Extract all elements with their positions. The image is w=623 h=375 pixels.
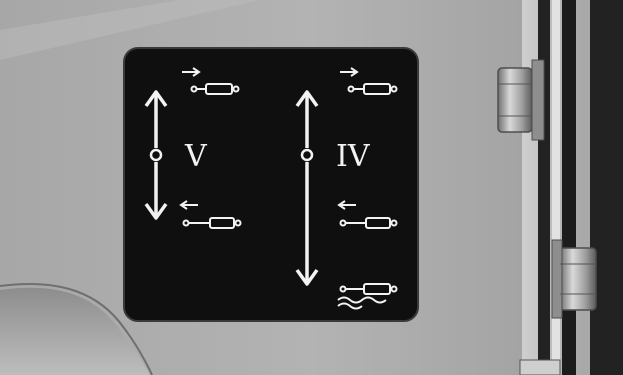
cylinder-extend-icon: [340, 67, 398, 95]
right-column: [295, 90, 319, 286]
pivot-circle: [149, 148, 163, 162]
cylinder-retract-icon: [179, 200, 242, 229]
lower-curved-panel: [0, 287, 150, 375]
upper-hex-nut: [497, 59, 545, 141]
bracket-side: [590, 0, 623, 375]
bottom-hex-nut: [519, 359, 561, 375]
instruction-decal: V IV: [123, 47, 419, 322]
long-up-arrow-head: [295, 90, 319, 108]
up-arrow-head: [144, 90, 168, 108]
right-column-label: IV: [336, 139, 371, 174]
bracket-side-highlight: [582, 0, 590, 375]
left-column-label: V: [184, 139, 208, 174]
lower-panel-edge: [0, 282, 153, 375]
cylinder-extend-icon: [182, 67, 240, 95]
long-down-arrow-head: [295, 268, 319, 286]
cylinder-retract-icon: [337, 200, 398, 229]
cylinder-float-icon: [337, 283, 398, 310]
pivot-circle: [300, 148, 314, 162]
bracket-rail-inner: [552, 0, 560, 375]
lower-hex-nut: [551, 239, 597, 319]
left-column: [144, 90, 168, 220]
bracket-rail-dark: [562, 0, 576, 375]
down-arrow-head: [144, 202, 168, 220]
upper-left-sheen: [0, 0, 260, 60]
bracket-rail-outer: [538, 0, 550, 375]
